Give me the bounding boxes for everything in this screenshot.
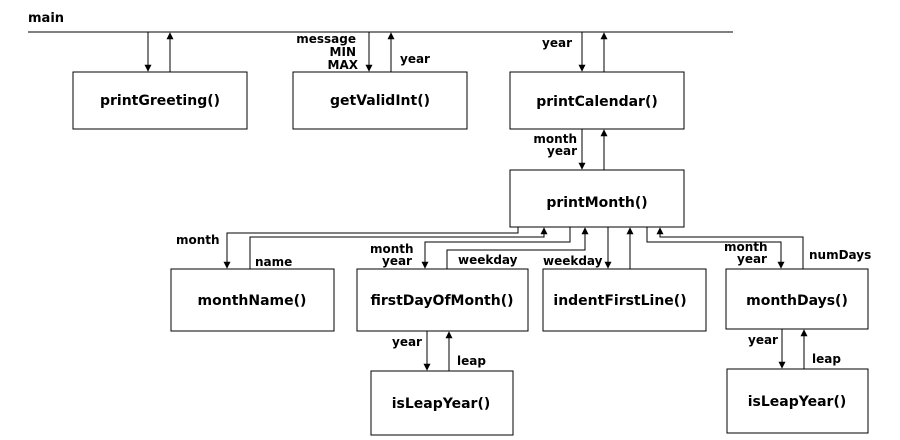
return-month-name-arrow (249, 227, 548, 269)
is-leap-year-label-2: isLeapYear() (748, 394, 847, 410)
param-message: message (296, 32, 356, 46)
print-calendar-node: printCalendar() (509, 71, 685, 130)
return-year-get-valid-int: year (400, 52, 430, 66)
print-greeting-label: printGreeting() (100, 93, 220, 109)
return-num-days: numDays (809, 248, 871, 262)
param-month-first-day: month (370, 242, 414, 256)
return-weekday: weekday (458, 253, 518, 267)
param-year-print-month: year (547, 144, 577, 158)
param-month-print-month: month (533, 132, 577, 146)
param-weekday-indent: weekday (543, 254, 603, 268)
param-year-print-calendar: year (542, 36, 572, 50)
is-leap-year-node-2: isLeapYear() (726, 368, 869, 434)
get-valid-int-label: getValidInt() (330, 93, 430, 109)
month-days-label: monthDays() (746, 293, 848, 309)
print-month-label: printMonth() (546, 195, 647, 211)
main-label: main (28, 11, 64, 26)
return-month-days-arrow (656, 227, 804, 269)
param-month-month-days: month (724, 240, 768, 254)
param-year-leap-1: year (392, 335, 422, 349)
param-min: MIN (330, 45, 356, 59)
return-leap-2: leap (812, 352, 841, 366)
month-name-label: monthName() (198, 293, 307, 309)
month-name-node: monthName() (170, 268, 335, 332)
get-valid-int-node: getValidInt() (292, 71, 468, 130)
print-calendar-label: printCalendar() (536, 94, 658, 110)
param-year-leap-2: year (748, 333, 778, 347)
call-month-days-arrow (646, 227, 785, 269)
param-max: MAX (328, 58, 359, 72)
print-greeting-node: printGreeting() (72, 71, 248, 130)
indent-first-line-node: indentFirstLine() (542, 268, 707, 332)
month-days-node: monthDays() (725, 268, 869, 330)
param-year-first-day: year (382, 254, 412, 268)
print-month-node: printMonth() (509, 169, 685, 228)
return-first-day-arrow (446, 227, 589, 269)
return-leap-1: leap (457, 354, 486, 368)
param-month-month-name: month (176, 233, 220, 247)
is-leap-year-node-1: isLeapYear() (370, 370, 514, 436)
first-day-of-month-label: firstDayOfMonth() (370, 293, 513, 309)
return-name: name (255, 255, 292, 269)
first-day-of-month-node: firstDayOfMonth() (356, 268, 529, 332)
indent-first-line-label: indentFirstLine() (553, 293, 686, 309)
call-first-day-arrow (421, 227, 571, 269)
param-year-month-days: year (737, 252, 767, 266)
call-month-name-arrow (223, 227, 519, 269)
is-leap-year-label-1: isLeapYear() (392, 396, 491, 412)
